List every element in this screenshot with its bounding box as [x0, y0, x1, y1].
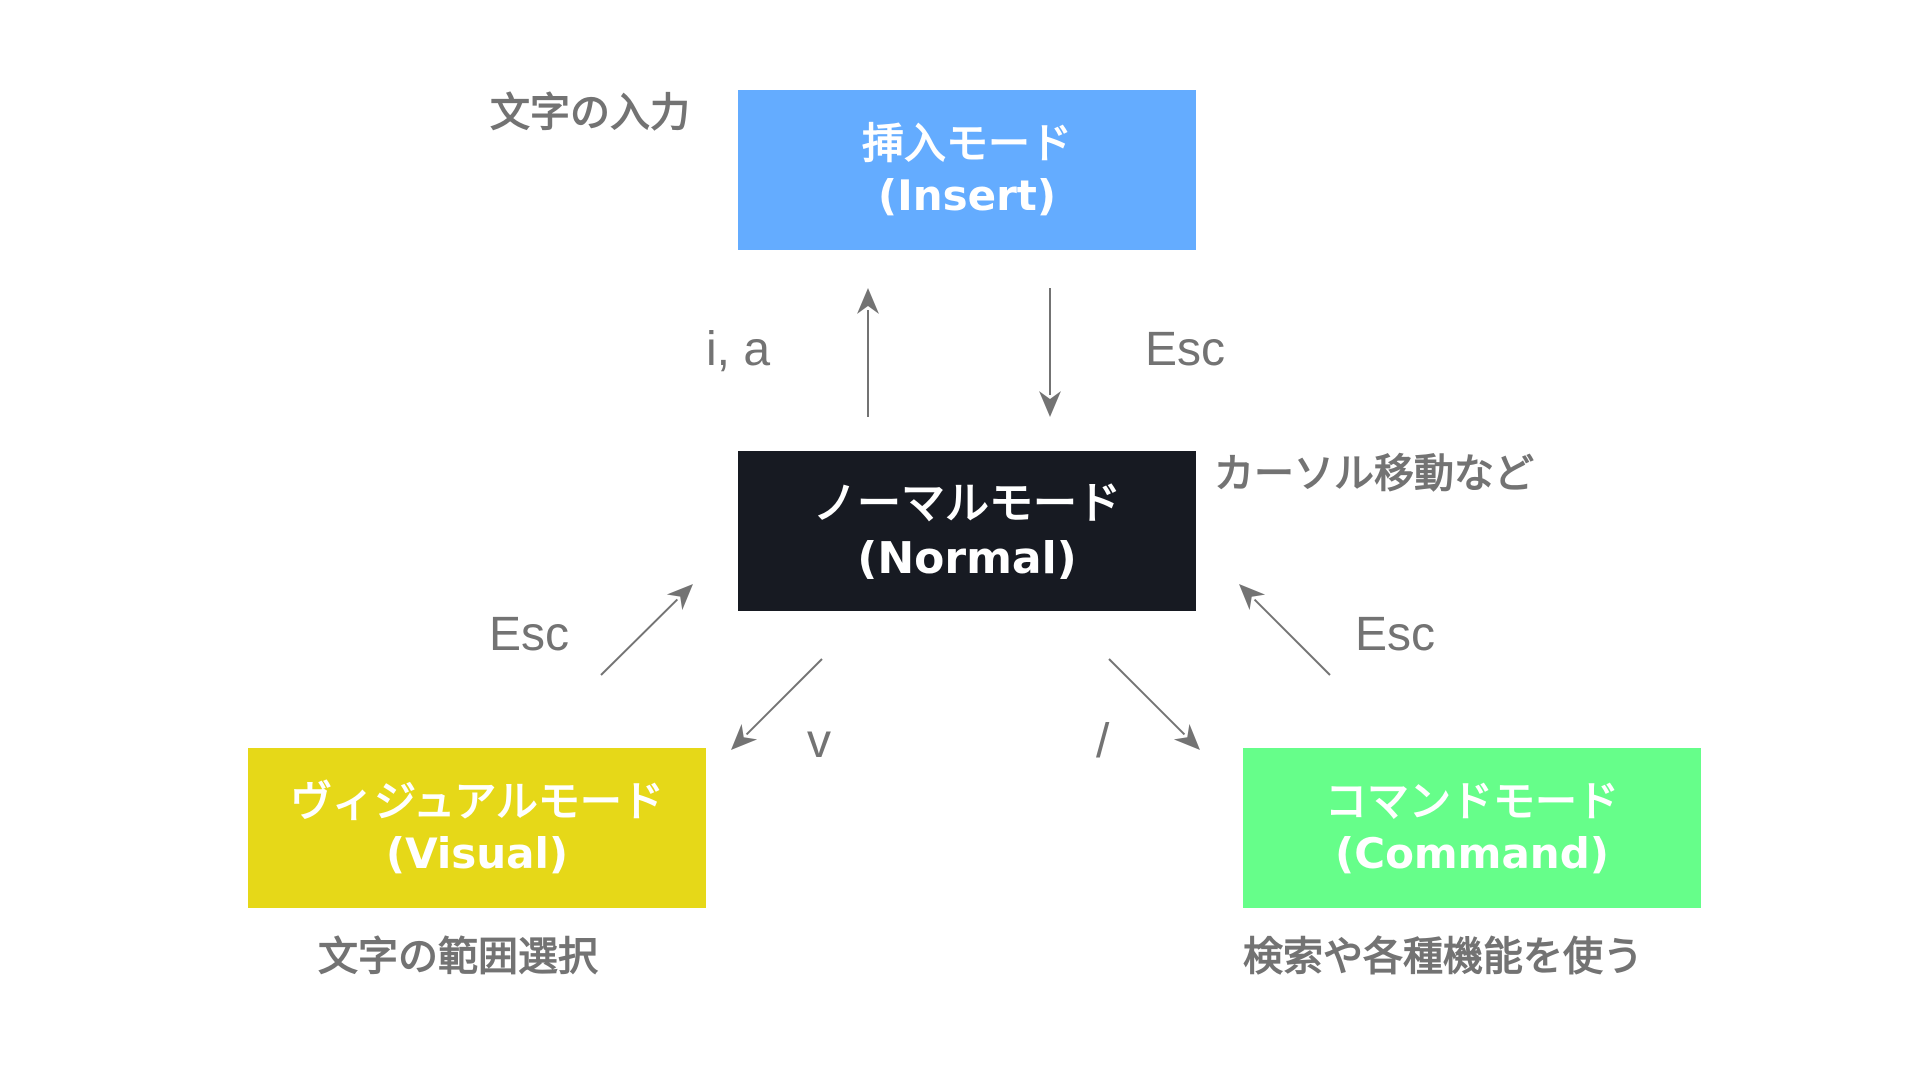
command-mode-box: コマンドモード (Command)	[1243, 748, 1701, 908]
normal-mode-box: ノーマルモード (Normal)	[738, 451, 1196, 611]
insert-mode-box: 挿入モード (Insert)	[738, 90, 1196, 250]
visual-mode-description: 文字の範囲選択	[318, 934, 598, 980]
key-label-esc-visual: Esc	[489, 608, 570, 661]
normal-mode-name: ノーマルモード	[813, 478, 1121, 529]
arrow-normal-to-visual	[731, 658, 823, 750]
key-label-esc-command: Esc	[1355, 608, 1436, 661]
key-label-esc-insert: Esc	[1145, 323, 1226, 376]
normal-mode-description: カーソル移動など	[1214, 451, 1534, 497]
arrow-normal-to-command	[1108, 658, 1200, 750]
insert-mode-name: 挿入モード	[861, 118, 1072, 168]
visual-mode-en: (Visual)	[385, 829, 569, 878]
command-mode-en: (Command)	[1335, 829, 1609, 878]
key-label-i-a: i, a	[706, 323, 771, 376]
key-label-slash: /	[1096, 715, 1110, 768]
arrow-visual-to-normal	[600, 584, 693, 676]
key-label-v: v	[807, 715, 831, 768]
visual-mode-name: ヴィジュアルモード	[290, 776, 664, 826]
insert-mode-description: 文字の入力	[490, 90, 690, 136]
arrow-normal-to-insert	[857, 288, 879, 417]
command-mode-description: 検索や各種機能を使う	[1243, 934, 1643, 980]
normal-mode-en: (Normal)	[857, 533, 1077, 584]
insert-mode-en: (Insert)	[877, 171, 1057, 220]
arrow-insert-to-normal	[1039, 288, 1061, 417]
command-mode-name: コマンドモード	[1324, 776, 1619, 826]
arrow-command-to-normal	[1239, 584, 1331, 676]
visual-mode-box: ヴィジュアルモード (Visual)	[248, 748, 706, 908]
